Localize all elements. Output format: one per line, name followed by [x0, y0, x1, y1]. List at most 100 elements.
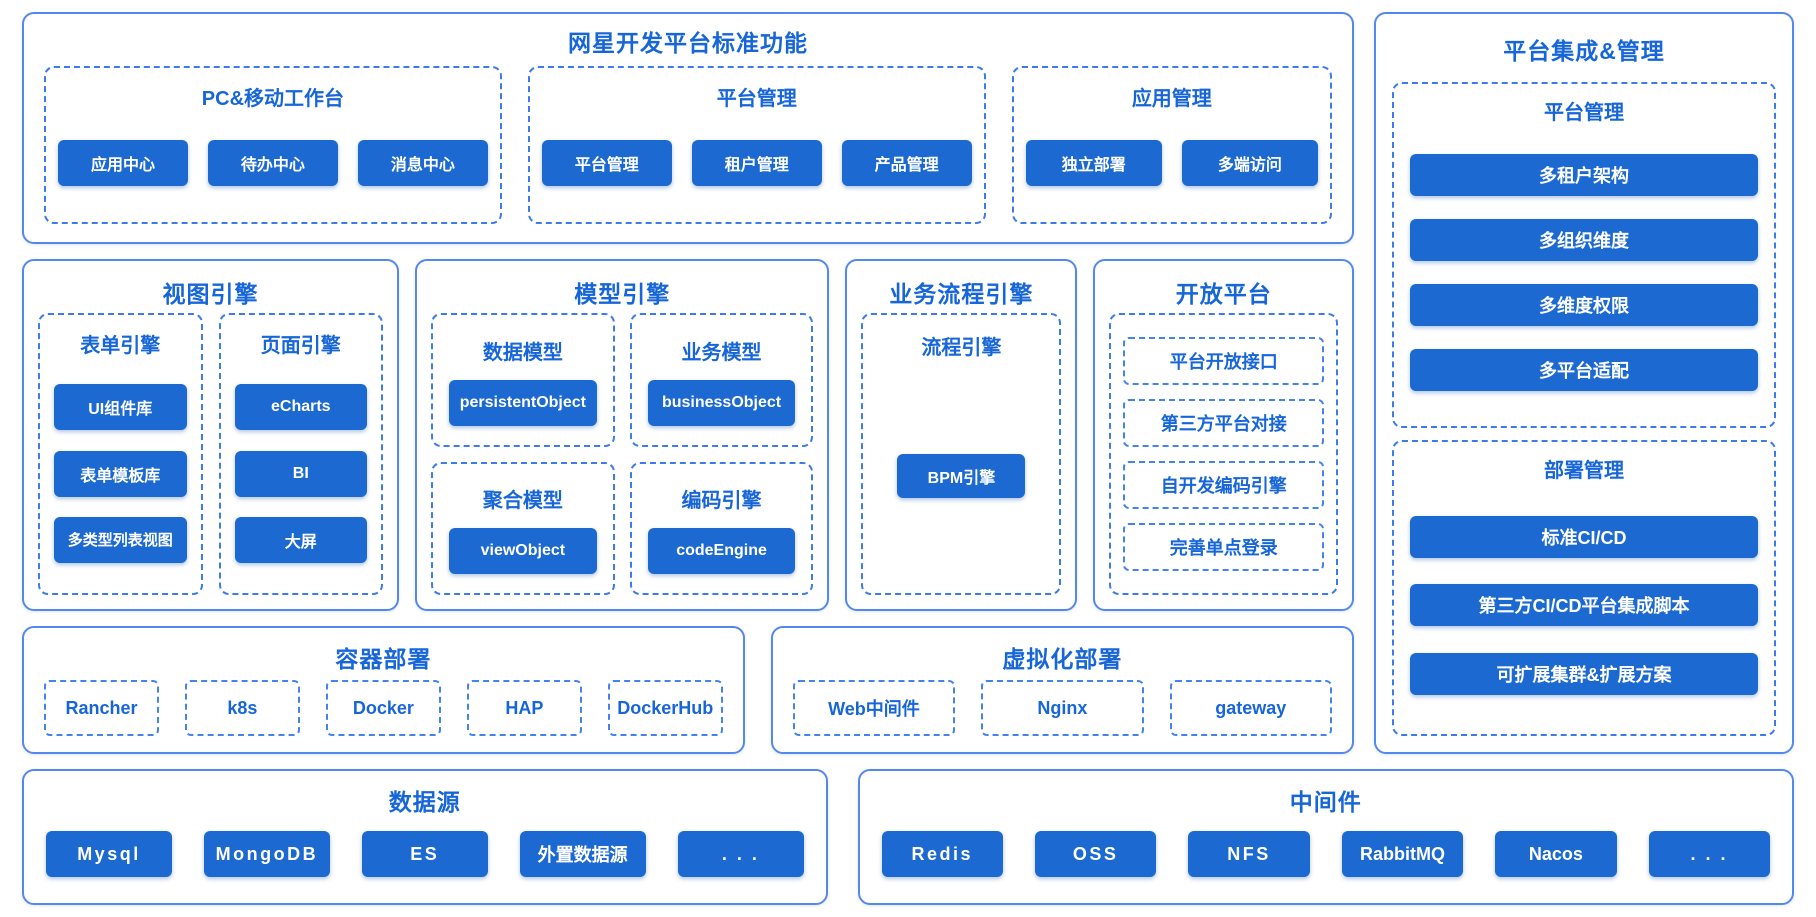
chip-row: Rancher k8s Docker HAP DockerHub	[44, 678, 723, 738]
todo-center-button: 待办中心	[207, 139, 338, 186]
group-platform-mgmt-integration: 平台管理 多租户架构 多组织维度 多维度权限 多平台适配	[1392, 82, 1776, 428]
group-business-model: 业务模型 businessObject	[629, 313, 814, 447]
open-platform-group: 平台开放接口 第三方平台对接 自开发编码引擎 完善单点登录	[1109, 313, 1338, 595]
deploy-row: 容器部署 Rancher k8s Docker HAP DockerHub 虚拟…	[22, 626, 1354, 754]
business-object-button: businessObject	[647, 379, 796, 426]
middleware-panel: 中间件 Redis OSS NFS RabbitMQ Nacos . . .	[857, 769, 1794, 905]
independent-deploy-button: 独立部署	[1025, 139, 1162, 186]
button-row: 独立部署 多端访问	[1025, 117, 1319, 208]
redis-button: Redis	[881, 831, 1003, 877]
group-title: 部署管理	[1544, 459, 1624, 482]
external-datasource-button: 外置数据源	[519, 831, 646, 877]
multi-platform-adapt-button: 多平台适配	[1410, 348, 1758, 391]
scalable-cluster-button: 可扩展集群&扩展方案	[1410, 653, 1758, 696]
web-middleware-chip: Web中间件	[792, 680, 956, 736]
model-engine-panel: 模型引擎 数据模型 persistentObject 业务模型 business…	[415, 259, 830, 611]
open-platform-title: 开放平台	[1175, 281, 1272, 307]
view-engine-title: 视图引擎	[162, 281, 259, 307]
group-title: 聚合模型	[482, 490, 563, 513]
button-row: Redis OSS NFS RabbitMQ Nacos . . .	[881, 821, 1770, 887]
group-title: 平台管理	[716, 88, 797, 110]
group-title: 流程引擎	[921, 337, 1002, 359]
group-title: 平台管理	[1544, 102, 1624, 124]
mongodb-button: MongoDB	[203, 831, 330, 877]
echarts-button: eCharts	[234, 384, 368, 431]
group-data-model: 数据模型 persistentObject	[431, 313, 615, 447]
group-title: 数据模型	[482, 341, 563, 364]
multi-tenant-arch-button: 多租户架构	[1410, 153, 1758, 196]
group-title: 编码引擎	[681, 490, 762, 513]
view-engine-panel: 视图引擎 表单引擎 UI组件库 表单模板库 多类型列表视图 页面引擎	[22, 259, 400, 611]
bpm-engine-button: BPM引擎	[897, 453, 1026, 498]
bpm-engine-title: 业务流程引擎	[889, 281, 1034, 307]
group-code-engine: 编码引擎 codeEngine	[629, 461, 814, 595]
button-stack: UI组件库 表单模板库 多类型列表视图	[54, 364, 187, 583]
k8s-chip: k8s	[184, 680, 300, 736]
tenant-mgmt-button: 租户管理	[691, 139, 822, 186]
integration-title: 平台集成&管理	[1503, 38, 1665, 64]
group-page-engine: 页面引擎 eCharts BI 大屏	[218, 313, 384, 595]
integration-panel: 平台集成&管理 平台管理 多租户架构 多组织维度 多维度权限 多平台适配 部署管…	[1374, 12, 1794, 754]
group-title: PC&移动工作台	[201, 88, 345, 110]
flow-middle: BPM引擎	[877, 366, 1045, 585]
persistent-object-button: persistentObject	[449, 379, 597, 426]
nacos-button: Nacos	[1495, 831, 1617, 877]
group-title: 业务模型	[681, 341, 762, 364]
group-deploy-mgmt: 部署管理 标准CI/CD 第三方CI/CD平台集成脚本 可扩展集群&扩展方案	[1392, 439, 1776, 736]
form-template-lib-button: 表单模板库	[54, 450, 187, 497]
bottom-row: 数据源 Mysql MongoDB ES 外置数据源 . . . 中间件 Red…	[22, 769, 1794, 905]
third-party-cicd-script-button: 第三方CI/CD平台集成脚本	[1410, 584, 1758, 627]
group-aggregate-model: 聚合模型 viewObject	[431, 461, 615, 595]
nfs-button: NFS	[1188, 831, 1310, 877]
chip-row: Web中间件 Nginx gateway	[792, 678, 1332, 738]
model-engine-title: 模型引擎	[574, 281, 671, 307]
group-process-engine: 流程引擎 BPM引擎	[861, 313, 1062, 595]
middleware-title: 中间件	[1289, 789, 1362, 815]
standard-cicd-button: 标准CI/CD	[1410, 515, 1758, 558]
group-title: 应用管理	[1131, 88, 1212, 110]
more-middleware-button: . . .	[1648, 831, 1770, 877]
rabbitmq-button: RabbitMQ	[1341, 831, 1464, 877]
standard-functions-panel: 网星开发平台标准功能 PC&移动工作台 应用中心 待办中心 消息中心 平台管理	[22, 12, 1354, 244]
es-button: ES	[361, 831, 488, 877]
group-title: 页面引擎	[260, 335, 341, 357]
button-row: Mysql MongoDB ES 外置数据源 . . .	[46, 821, 804, 887]
open-api-chip: 平台开放接口	[1123, 337, 1324, 385]
gateway-chip: gateway	[1169, 680, 1332, 736]
app-center-button: 应用中心	[58, 139, 188, 186]
rancher-chip: Rancher	[44, 680, 159, 736]
docker-chip: Docker	[325, 680, 441, 736]
multi-type-list-view-button: 多类型列表视图	[54, 516, 187, 563]
multi-dimension-permission-button: 多维度权限	[1410, 283, 1758, 326]
third-party-integration-chip: 第三方平台对接	[1123, 399, 1324, 447]
button-row: 平台管理 租户管理 产品管理	[541, 117, 972, 208]
message-center-button: 消息中心	[357, 139, 488, 186]
button-stack: eCharts BI 大屏	[234, 364, 368, 583]
button-stack: 多租户架构 多组织维度 多维度权限 多平台适配	[1410, 131, 1758, 414]
platform-mgmt-button: 平台管理	[541, 139, 672, 186]
group-title: 表单引擎	[80, 335, 161, 357]
nginx-chip: Nginx	[981, 680, 1144, 736]
view-engine-groups: 表单引擎 UI组件库 表单模板库 多类型列表视图 页面引擎 eCharts	[38, 313, 384, 595]
data-source-panel: 数据源 Mysql MongoDB ES 外置数据源 . . .	[22, 769, 828, 905]
top-area: 网星开发平台标准功能 PC&移动工作台 应用中心 待办中心 消息中心 平台管理	[22, 12, 1794, 754]
group-platform-mgmt: 平台管理 平台管理 租户管理 产品管理	[527, 66, 986, 224]
product-mgmt-button: 产品管理	[841, 139, 972, 186]
virtual-deploy-panel: 虚拟化部署 Web中间件 Nginx gateway	[770, 626, 1354, 754]
bi-button: BI	[234, 450, 368, 497]
multi-org-dimension-button: 多组织维度	[1410, 218, 1758, 261]
standard-functions-title: 网星开发平台标准功能	[568, 30, 808, 56]
button-stack: 标准CI/CD 第三方CI/CD平台集成脚本 可扩展集群&扩展方案	[1410, 489, 1758, 722]
model-engine-groups: 数据模型 persistentObject 业务模型 businessObjec…	[431, 313, 814, 595]
engines-row: 视图引擎 表单引擎 UI组件库 表单模板库 多类型列表视图 页面引擎	[22, 259, 1354, 611]
oss-button: OSS	[1034, 831, 1157, 877]
virtual-deploy-title: 虚拟化部署	[1002, 646, 1123, 672]
group-form-engine: 表单引擎 UI组件库 表单模板库 多类型列表视图	[38, 313, 203, 595]
sso-chip: 完善单点登录	[1123, 523, 1324, 571]
code-engine-button: codeEngine	[647, 528, 796, 575]
multi-terminal-access-button: 多端访问	[1181, 139, 1319, 186]
ui-component-lib-button: UI组件库	[54, 384, 187, 431]
bpm-engine-panel: 业务流程引擎 流程引擎 BPM引擎	[845, 259, 1078, 611]
group-pc-mobile-workbench: PC&移动工作台 应用中心 待办中心 消息中心	[44, 66, 502, 224]
